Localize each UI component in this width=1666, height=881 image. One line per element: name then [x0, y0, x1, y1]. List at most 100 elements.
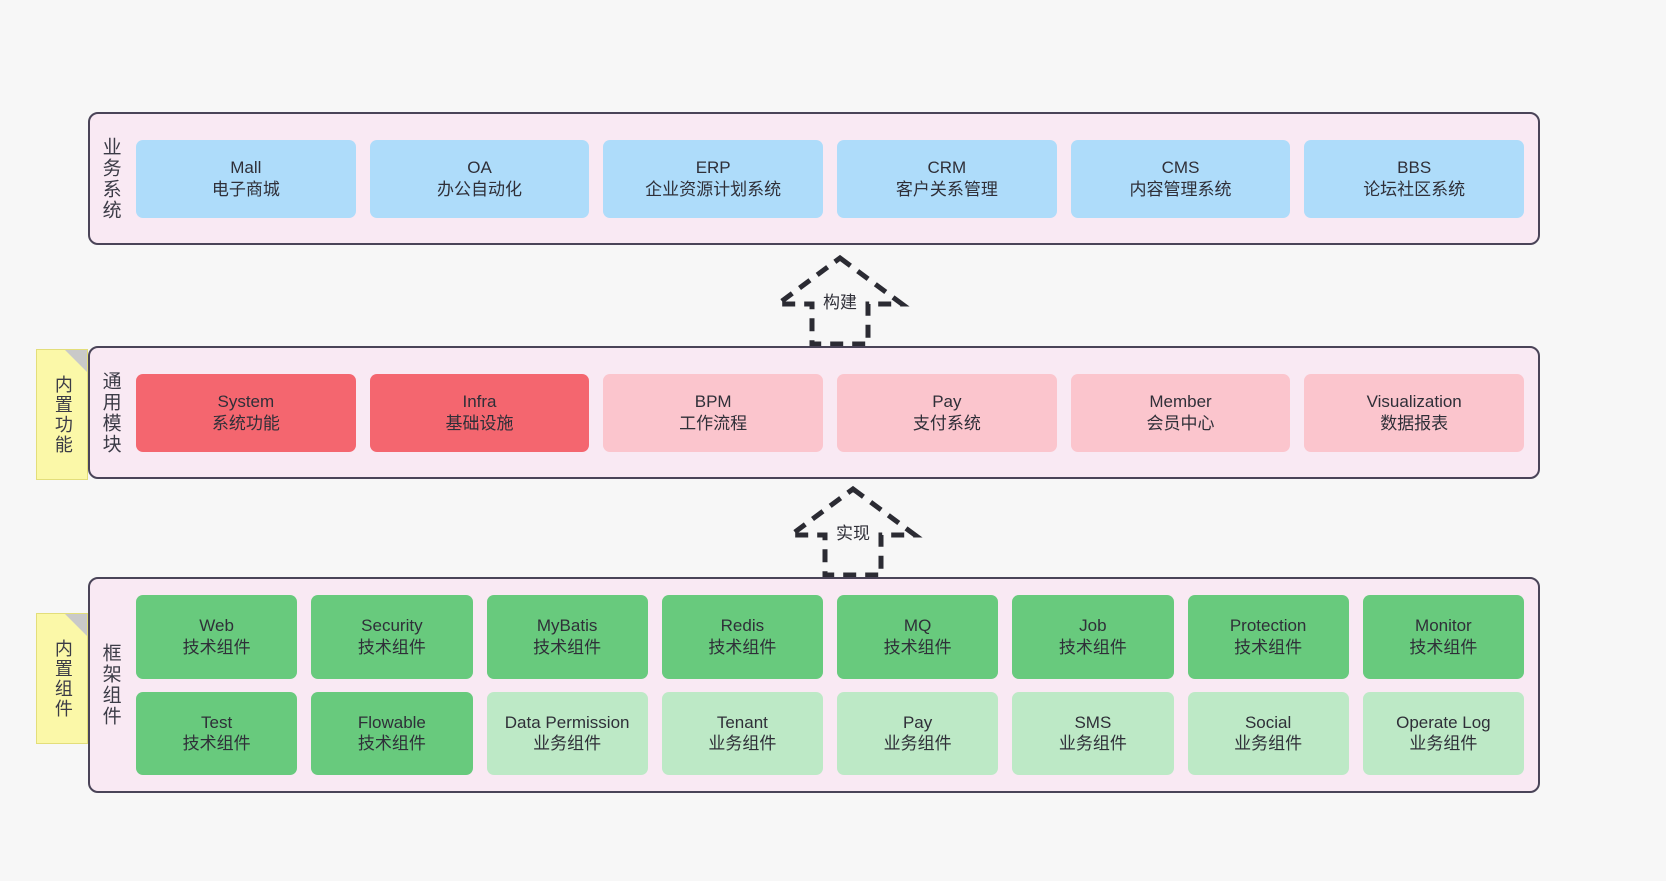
build-arrow-icon	[770, 254, 910, 347]
layer-general-modules-body: System 系统功能 Infra 基础设施 BPM 工作流程 Pay 支付系统…	[130, 348, 1538, 477]
node-bpm-subtitle: 工作流程	[679, 413, 748, 433]
node-flowable-subtitle: 技术组件	[357, 734, 426, 754]
node-mall-subtitle: 电子商城	[211, 179, 280, 199]
node-mall[interactable]: Mall 电子商城	[136, 139, 356, 218]
node-protection-subtitle: 技术组件	[1234, 637, 1303, 657]
node-visualization[interactable]: Visualization 数据报表	[1304, 373, 1525, 452]
node-member[interactable]: Member 会员中心	[1070, 373, 1291, 452]
node-flowable[interactable]: Flowable 技术组件	[311, 691, 473, 775]
node-member-subtitle: 会员中心	[1146, 413, 1215, 433]
node-system-subtitle: 系统功能	[211, 413, 280, 433]
node-security-subtitle: 技术组件	[357, 637, 426, 657]
layer-business-systems-body: Mall 电子商城 OA 办公自动化 ERP 企业资源计划系统 CRM 客户关系…	[130, 114, 1538, 243]
node-bbs-title: BBS	[1397, 157, 1432, 177]
node-mall-title: Mall	[230, 157, 262, 177]
node-bbs-subtitle: 论坛社区系统	[1363, 179, 1466, 199]
node-cms-subtitle: 内容管理系统	[1129, 179, 1232, 199]
node-data-permission-title: Data Permission	[504, 712, 630, 732]
node-pay-component[interactable]: Pay 业务组件	[837, 691, 999, 775]
node-flowable-title: Flowable	[357, 712, 426, 732]
node-crm-subtitle: 客户关系管理	[895, 179, 998, 199]
node-crm[interactable]: CRM 客户关系管理	[837, 139, 1057, 218]
node-pay-module-title: Pay	[932, 391, 962, 411]
node-infra[interactable]: Infra 基础设施	[369, 373, 590, 452]
node-bpm[interactable]: BPM 工作流程	[603, 373, 824, 452]
node-sms[interactable]: SMS 业务组件	[1012, 691, 1174, 775]
node-erp-title: ERP	[695, 157, 731, 177]
node-operate-log[interactable]: Operate Log 业务组件	[1362, 691, 1524, 775]
layer-framework-components: 框架组件 Web 技术组件 Security 技术组件 MyBatis 技术组件…	[88, 577, 1540, 793]
note-builtin-component-label: 内置组件	[52, 638, 73, 719]
node-social[interactable]: Social 业务组件	[1187, 691, 1349, 775]
node-pay-module[interactable]: Pay 支付系统	[837, 373, 1057, 452]
node-pay-component-title: Pay	[902, 712, 933, 732]
node-job-title: Job	[1079, 616, 1107, 635]
node-redis[interactable]: Redis 技术组件	[661, 595, 823, 679]
node-protection-title: Protection	[1229, 616, 1307, 635]
node-crm-title: CRM	[927, 157, 967, 177]
node-mybatis[interactable]: MyBatis 技术组件	[486, 595, 648, 679]
node-oa-title: OA	[467, 157, 492, 177]
node-mq[interactable]: MQ 技术组件	[837, 595, 999, 679]
note-fold-corner-icon	[65, 614, 87, 636]
node-visualization-title: Visualization	[1366, 391, 1462, 411]
node-pay-module-subtitle: 支付系统	[912, 413, 981, 433]
node-social-title: Social	[1244, 712, 1292, 732]
node-mybatis-subtitle: 技术组件	[533, 637, 602, 657]
node-tenant[interactable]: Tenant 业务组件	[661, 691, 823, 775]
node-data-permission[interactable]: Data Permission 业务组件	[486, 691, 648, 775]
node-social-subtitle: 业务组件	[1234, 734, 1303, 754]
connector-build-label: 构建	[821, 288, 859, 313]
node-member-title: Member	[1149, 391, 1212, 411]
layer-business-systems-row: Mall 电子商城 OA 办公自动化 ERP 企业资源计划系统 CRM 客户关系…	[136, 139, 1525, 218]
node-redis-title: Redis	[720, 616, 765, 635]
node-bbs[interactable]: BBS 论坛社区系统	[1304, 139, 1525, 218]
node-data-permission-subtitle: 业务组件	[533, 734, 602, 754]
node-protection[interactable]: Protection 技术组件	[1187, 595, 1349, 679]
layer-business-systems-label: 业务系统	[99, 136, 121, 221]
layer-general-modules-row: System 系统功能 Infra 基础设施 BPM 工作流程 Pay 支付系统…	[136, 373, 1525, 452]
node-tenant-subtitle: 业务组件	[708, 734, 777, 754]
layer-business-systems: 业务系统 Mall 电子商城 OA 办公自动化 ERP 企业资源计划系统 CRM…	[88, 112, 1540, 245]
node-redis-subtitle: 技术组件	[708, 637, 777, 657]
node-infra-subtitle: 基础设施	[445, 413, 514, 433]
node-sms-title: SMS	[1074, 712, 1112, 732]
node-tenant-title: Tenant	[716, 712, 768, 732]
node-system[interactable]: System 系统功能	[136, 373, 356, 452]
node-mybatis-title: MyBatis	[536, 616, 598, 635]
node-erp[interactable]: ERP 企业资源计划系统	[603, 139, 824, 218]
layer-general-modules: 通用模块 System 系统功能 Infra 基础设施 BPM 工作流程 Pay…	[88, 346, 1540, 479]
node-sms-subtitle: 业务组件	[1058, 734, 1127, 754]
node-monitor-subtitle: 技术组件	[1409, 637, 1478, 657]
framework-business-row: Test 技术组件 Flowable 技术组件 Data Permission …	[136, 691, 1524, 775]
node-cms-title: CMS	[1161, 157, 1200, 177]
node-security-title: Security	[361, 616, 423, 635]
node-mq-subtitle: 技术组件	[883, 637, 952, 657]
layer-framework-components-label: 框架组件	[99, 643, 121, 727]
note-builtin-component: 内置组件	[36, 613, 88, 744]
node-oa[interactable]: OA 办公自动化	[369, 139, 590, 218]
node-mq-title: MQ	[903, 616, 932, 635]
note-builtin-function: 内置功能	[36, 349, 88, 480]
connector-implement: 实现	[763, 483, 943, 579]
node-security[interactable]: Security 技术组件	[311, 595, 473, 679]
node-test-subtitle: 技术组件	[182, 734, 251, 754]
node-job[interactable]: Job 技术组件	[1012, 595, 1174, 679]
layer-general-modules-label: 通用模块	[99, 370, 121, 455]
node-test[interactable]: Test 技术组件	[136, 691, 298, 775]
node-monitor-title: Monitor	[1415, 616, 1472, 635]
node-bpm-title: BPM	[694, 391, 732, 411]
node-web[interactable]: Web 技术组件	[136, 595, 298, 679]
node-monitor[interactable]: Monitor 技术组件	[1362, 595, 1524, 679]
node-pay-component-subtitle: 业务组件	[883, 734, 952, 754]
node-visualization-subtitle: 数据报表	[1380, 413, 1449, 433]
framework-tech-row: Web 技术组件 Security 技术组件 MyBatis 技术组件 Redi…	[136, 595, 1524, 679]
node-cms[interactable]: CMS 内容管理系统	[1070, 139, 1291, 218]
note-fold-corner-icon	[65, 350, 87, 372]
implement-arrow-icon	[783, 485, 923, 578]
node-operate-log-title: Operate Log	[1396, 712, 1491, 732]
node-operate-log-subtitle: 业务组件	[1409, 734, 1478, 754]
node-test-title: Test	[201, 712, 233, 732]
node-infra-title: Infra	[462, 391, 497, 411]
node-oa-subtitle: 办公自动化	[437, 179, 522, 199]
